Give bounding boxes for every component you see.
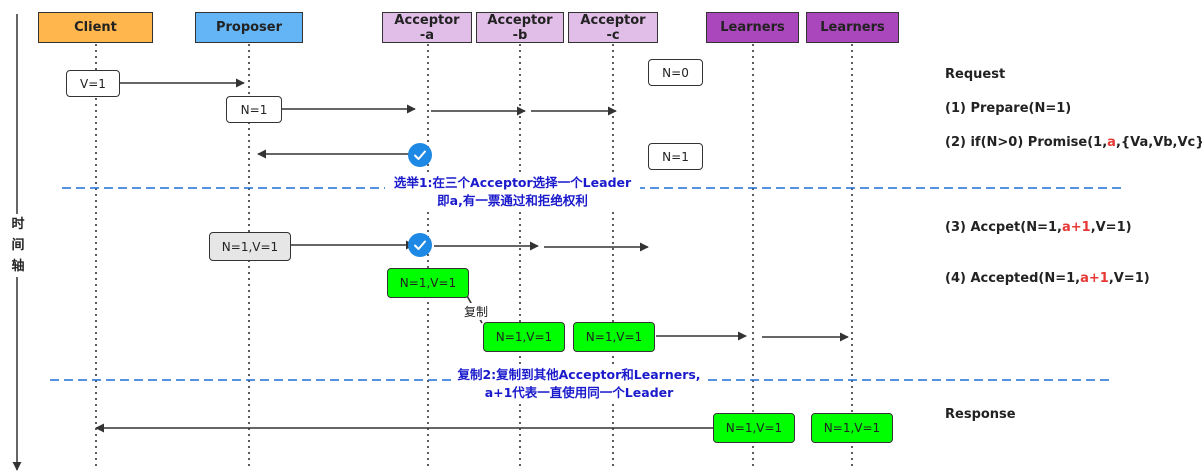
check-circle-icon: [408, 233, 432, 257]
value-box-client: V=1: [66, 70, 120, 97]
replication-note-line2: a+1代表一直使用同一个Leader: [484, 385, 674, 400]
participant-acceptor-a: Acceptor -a: [382, 12, 472, 43]
accepted-box-acceptor-b: N=1,V=1: [483, 322, 565, 352]
response-box-learners-1: N=1,V=1: [713, 413, 795, 443]
election-note-line2: 即a,有一票通过和拒绝权利: [437, 193, 588, 208]
copy-label: 复制: [464, 303, 489, 320]
election-note-line1: 选举1:在三个Acceptor选择一个Leader: [393, 175, 632, 190]
participant-acceptor-b: Acceptor -b: [476, 12, 564, 43]
accept-box-proposer: N=1,V=1: [209, 232, 291, 261]
time-axis-label: 时 间 轴: [10, 214, 26, 277]
step-request: Request: [945, 67, 1006, 82]
participant-client: Client: [38, 12, 153, 43]
step-promise: (2) if(N>0) Promise(1,a,{Va,Vb,Vc}): [945, 135, 1202, 150]
participant-learners-1: Learners: [706, 12, 799, 43]
time-axis-char: 间: [11, 238, 25, 253]
state-box-n0: N=0: [648, 59, 703, 86]
step-prepare: (1) Prepare(N=1): [945, 101, 1072, 116]
participant-acceptor-c: Acceptor -c: [568, 12, 658, 43]
election-note: 选举1:在三个Acceptor选择一个Leader 即a,有一票通过和拒绝权利: [385, 174, 640, 210]
time-axis-char: 时: [11, 217, 25, 232]
accepted-box-acceptor-a: N=1,V=1: [387, 268, 469, 298]
step-response: Response: [945, 407, 1016, 422]
step-accept: (3) Accpet(N=1,a+1,V=1): [945, 220, 1132, 235]
replication-note: 复制2:复制到其他Acceptor和Learners, a+1代表一直使用同一个…: [452, 366, 706, 402]
state-box-n1: N=1: [648, 143, 703, 170]
response-box-learners-2: N=1,V=1: [811, 413, 893, 443]
prepare-box-proposer: N=1: [226, 96, 282, 123]
check-circle-icon: [408, 143, 432, 167]
participant-learners-2: Learners: [806, 12, 899, 43]
participant-proposer: Proposer: [195, 12, 303, 43]
replication-note-line1: 复制2:复制到其他Acceptor和Learners,: [457, 367, 701, 382]
accepted-box-acceptor-c: N=1,V=1: [573, 322, 655, 352]
time-axis-char: 轴: [11, 259, 25, 274]
step-accepted: (4) Accepted(N=1,a+1,V=1): [945, 271, 1150, 286]
